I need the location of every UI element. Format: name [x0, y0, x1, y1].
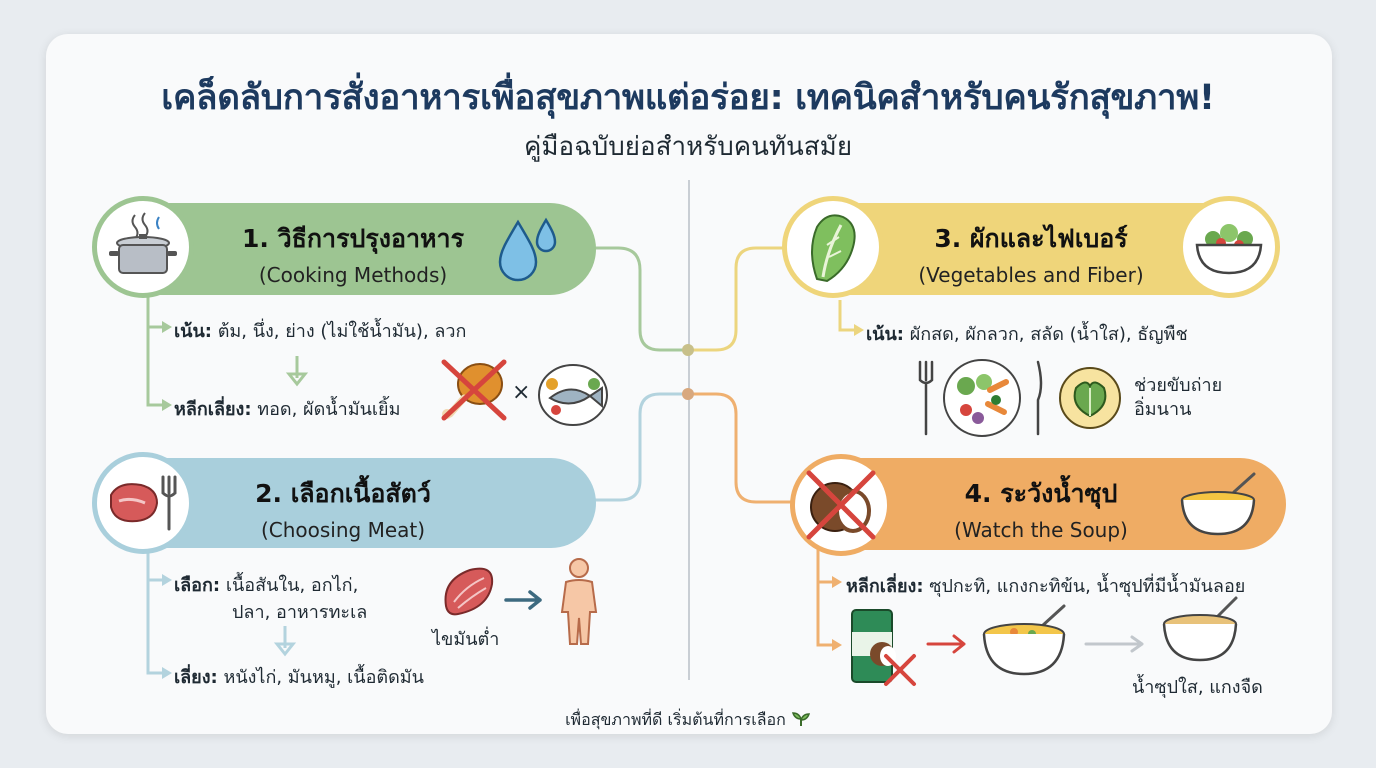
vegetables-focus-label: เน้น:: [866, 324, 904, 345]
lettuce-icon: [811, 214, 856, 283]
soup-icon-circle: [790, 454, 892, 556]
spinach-icon: [1059, 367, 1121, 429]
soup-avoid-row: หลีกเลี่ยง: ซุปกะทิ, แกงกะทิข้น, น้ำซุปท…: [846, 571, 1245, 600]
meat-choose-line2: ปลา, อาหารทะเล: [232, 602, 368, 623]
vegetables-focus-text: ผักสด, ผักลวก, สลัด (น้ำใส), ธัญพืช: [909, 324, 1188, 345]
salad-bowl-icon: [1195, 224, 1263, 275]
page-subtitle: คู่มือฉบับย่อสำหรับคนทันสมัย: [523, 132, 853, 162]
footer: เพื่อสุขภาพที่ดี เริ่มต้นที่การเลือก: [0, 708, 1376, 733]
cooking-icon-circle: [92, 196, 194, 298]
clear-soup-caption: น้ำซุปใส, แกงจืด: [1132, 677, 1263, 698]
cooking-avoid-label: หลีกเลี่ยง:: [174, 399, 252, 420]
meat-avoid-text: หนังไก่, มันหมู, เนื้อติดมัน: [223, 667, 424, 688]
arrow-gray-icon: [1084, 635, 1144, 653]
salad-bowl-circle: [1178, 196, 1280, 298]
pot-icon: [109, 212, 177, 274]
soup-subtitle: (Watch the Soup): [954, 518, 1128, 542]
cooking-focus-text: ต้ม, นึ่ง, ย่าง (ไม่ใช้น้ำมัน), ลวก: [217, 321, 467, 342]
vegetables-subtitle: (Vegetables and Fiber): [918, 263, 1144, 287]
benefit-line-1: ช่วยขับถ่าย: [1134, 375, 1223, 396]
soup-title: 4. ระวังน้ำซุป: [964, 479, 1118, 508]
meat-avoid-label: เลี่ยง:: [174, 667, 218, 688]
fish-plate-icon: [538, 364, 608, 426]
arrow-right-icon: [504, 590, 542, 610]
cooking-focus-label: เน้น:: [174, 321, 212, 342]
person-icon: [560, 558, 598, 645]
meat-choose-label: เลือก:: [174, 575, 221, 596]
lowfat-caption: ไขมันต่ำ: [432, 629, 500, 650]
cooking-subtitle: (Cooking Methods): [258, 263, 448, 287]
vegetables-title: 3. ผักและไฟเบอร์: [934, 224, 1128, 253]
benefit-line-2: อิ่มนาน: [1134, 399, 1192, 420]
clear-soup-bowl-icon: [1162, 596, 1238, 662]
footer-text: เพื่อสุขภาพที่ดี เริ่มต้นที่การเลือก: [565, 710, 786, 729]
meat-choose-line1: เนื้อสันใน, อกไก่,: [225, 575, 359, 596]
meat-choose-row: เลือก: เนื้อสันใน, อกไก่,: [174, 570, 358, 599]
soup-bowl-icon: [1180, 472, 1256, 536]
fork-knife-plate-icon: [918, 359, 1043, 437]
soup-avoid-text: ซุปกะทิ, แกงกะทิข้น, น้ำซุปที่มีน้ำมันลอ…: [929, 576, 1246, 597]
coconut-milk-can-icon: [851, 609, 916, 686]
vegetables-icon-circle: [782, 196, 884, 298]
arrow-red-icon: [926, 634, 966, 654]
lean-muscle-icon: [444, 567, 494, 616]
vegetables-benefit: ช่วยขับถ่าย อิ่มนาน: [1134, 374, 1222, 422]
cooking-avoid-text: ทอด, ผัดน้ำมันเยิ้ม: [257, 399, 401, 420]
coconut-crossed-icon: [806, 470, 876, 540]
vegetables-focus-row: เน้น: ผักสด, ผักลวก, สลัด (น้ำใส), ธัญพื…: [866, 319, 1188, 348]
meat-subtitle: (Choosing Meat): [260, 518, 426, 542]
cooking-focus-row: เน้น: ต้ม, นึ่ง, ย่าง (ไม่ใช้น้ำมัน), ลว…: [174, 316, 466, 345]
steak-fork-icon: [110, 475, 177, 531]
times-glyph: ×: [512, 380, 531, 405]
center-divider: [688, 180, 690, 680]
fried-chicken-crossed-icon: [441, 359, 507, 421]
sprout-icon: [791, 712, 810, 726]
cooking-title: 1. วิธีการปรุงอาหาร: [242, 224, 464, 253]
soup-avoid-label: หลีกเลี่ยง:: [846, 576, 924, 597]
page-title: เคล็ดลับการสั่งอาหารเพื่อสุขภาพแต่อร่อย:…: [161, 78, 1215, 118]
cooking-avoid-row: หลีกเลี่ยง: ทอด, ผัดน้ำมันเยิ้ม: [174, 394, 400, 423]
meat-title: 2. เลือกเนื้อสัตว์: [255, 479, 431, 508]
water-drops-icon: [498, 217, 557, 282]
meat-icon-circle: [92, 452, 194, 554]
curry-bowl-icon: [982, 604, 1066, 676]
meat-avoid-row: เลี่ยง: หนังไก่, มันหมู, เนื้อติดมัน: [174, 662, 424, 691]
